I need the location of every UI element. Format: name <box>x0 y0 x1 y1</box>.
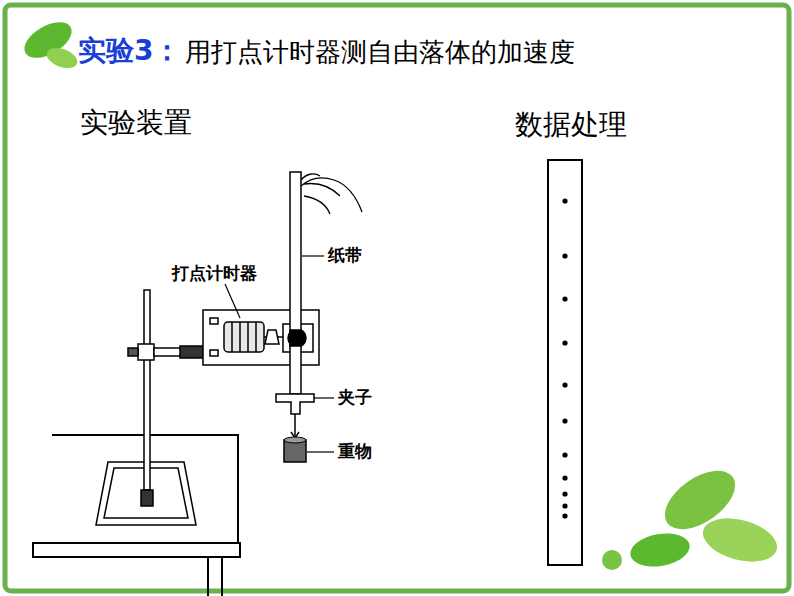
table <box>33 435 240 596</box>
tape-dot <box>562 475 567 480</box>
part-label: 打点计时器 <box>172 264 257 283</box>
weight <box>284 437 306 462</box>
leaf-decoration <box>602 459 782 571</box>
tape-dot <box>562 253 567 258</box>
hand <box>301 174 320 180</box>
section-heading: 实验装置 <box>80 108 192 139</box>
paper-tape <box>290 172 301 394</box>
leaf-decoration <box>18 15 80 72</box>
data-tape <box>548 160 582 565</box>
tape-dot <box>562 382 567 387</box>
part-label: 纸带 <box>328 246 362 265</box>
hand <box>301 178 362 214</box>
tape-dot <box>562 503 567 508</box>
section-heading: 数据处理 <box>515 110 627 141</box>
slide-frame <box>5 5 789 591</box>
tape-dot <box>562 491 567 496</box>
clip <box>276 394 314 438</box>
tape-dot <box>562 296 567 301</box>
part-label: 重物 <box>338 442 372 461</box>
tape-dot <box>562 340 567 345</box>
tape-dot <box>562 513 567 518</box>
tape-dot <box>562 198 567 203</box>
iron-stand <box>96 290 204 525</box>
tape-dot <box>562 452 567 457</box>
part-label: 夹子 <box>338 388 372 407</box>
tape-dot <box>562 418 567 423</box>
title-number: 实验3： <box>78 36 181 67</box>
leader-line <box>225 256 334 452</box>
title-text: 用打点计时器测自由落体的加速度 <box>185 38 575 67</box>
